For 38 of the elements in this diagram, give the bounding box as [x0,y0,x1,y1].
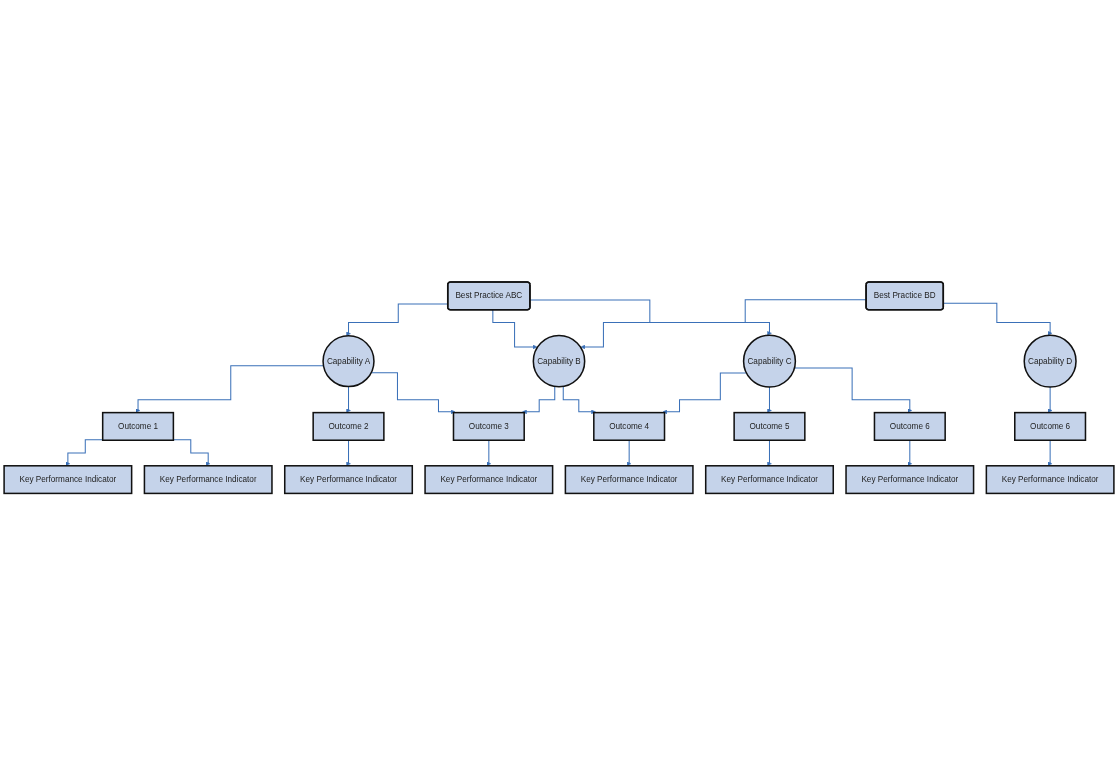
node-box: Outcome 4 [593,412,666,442]
node-box: Outcome 3 [452,412,525,442]
arrow [346,386,351,414]
node-box: Key Performance Indicator [985,465,1115,495]
arrow [1047,386,1053,414]
node-box: Key Performance Indicator [284,465,414,495]
arrow [370,372,456,415]
arrow [486,439,492,467]
node-box: Key Performance Indicator [845,465,975,495]
arrow [135,365,324,414]
node-box: Outcome 6 [873,412,946,442]
node-box: Outcome 1 [101,412,175,442]
node-box: Key Performance Indicator [424,465,554,495]
node-box: Key Performance Indicator [564,465,694,495]
arrow [491,309,538,350]
arrow [346,439,351,467]
arrow [65,439,104,467]
node-box: Key Performance Indicator [3,465,133,495]
arrow [767,439,772,467]
node-box: Outcome 2 [312,412,385,442]
arrow [943,302,1053,336]
node-box: Outcome 5 [733,412,806,442]
node-box: Outcome 6 [1014,412,1087,442]
arrow [580,299,867,350]
arrow [1047,439,1053,467]
arrow [522,386,557,415]
node-box: Key Performance Indicator [704,465,834,495]
arrow [561,386,596,415]
arrow [662,372,747,415]
arrow [529,299,772,336]
node-circle: Capability C [742,334,797,389]
arrow [907,439,913,467]
arrow [767,386,772,414]
arrow [626,439,632,467]
node-box: Key Performance Indicator [143,465,273,495]
node-circle: Capability D [1023,334,1077,389]
node-circle: Capability A [322,335,375,388]
node-circle: Capability B [532,335,586,388]
